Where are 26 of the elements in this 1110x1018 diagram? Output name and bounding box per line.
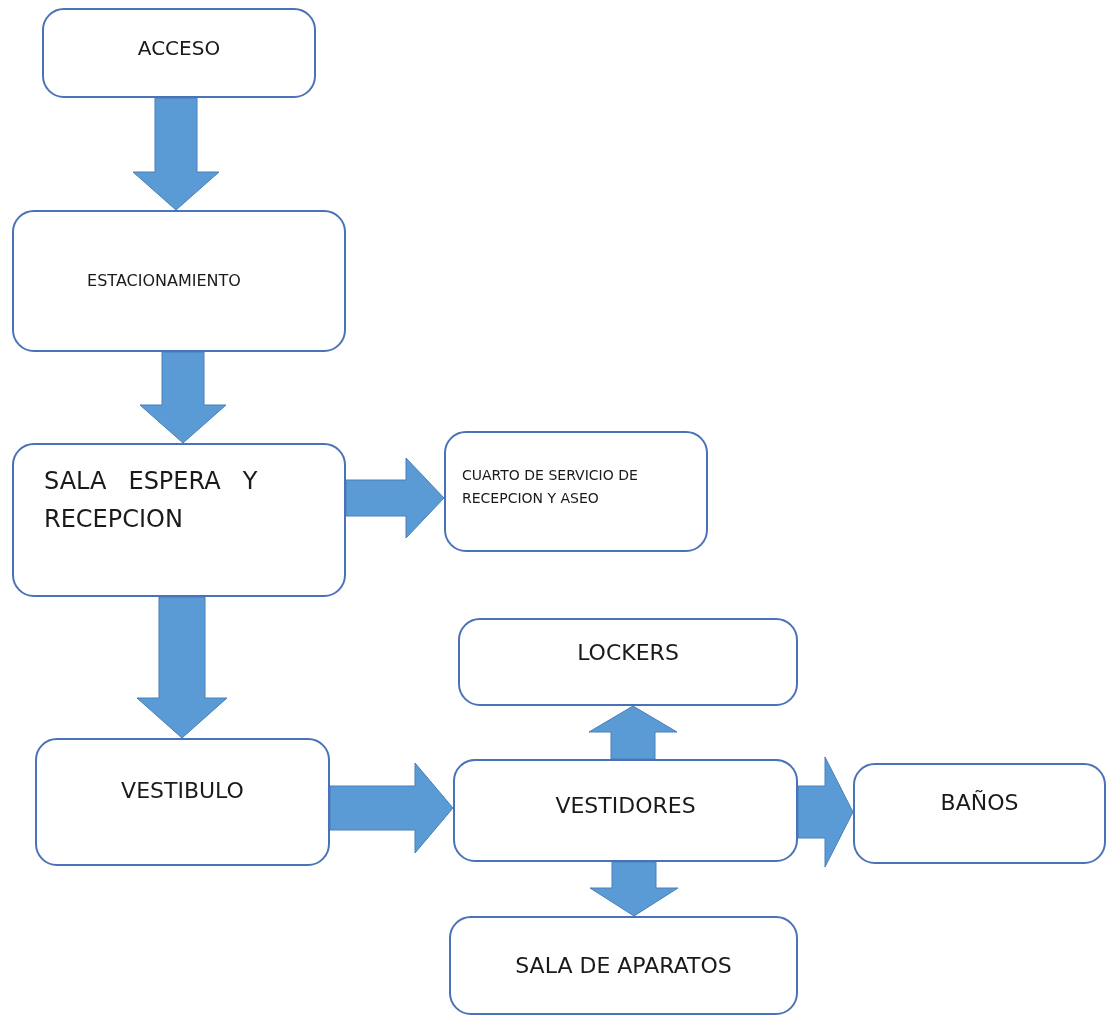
box-label: ESTACIONAMIENTO — [87, 270, 241, 293]
process-box — [35, 738, 330, 866]
process-box — [453, 759, 798, 862]
box-label: BAÑOS — [940, 788, 1019, 817]
box-label: SALA ESPERA Y RECEPCION — [44, 465, 259, 535]
box-label: VESTIDORES — [555, 791, 696, 820]
block-arrow — [139, 351, 227, 444]
process-box — [853, 763, 1106, 864]
block-arrow — [588, 705, 678, 760]
box-label: LOCKERS — [577, 639, 679, 668]
box-label: SALA DE APARATOS — [515, 951, 732, 980]
process-box — [458, 618, 798, 706]
block-arrow — [136, 596, 228, 739]
block-arrow — [797, 756, 854, 868]
block-arrow — [345, 457, 445, 539]
box-label: VESTIBULO — [121, 777, 244, 806]
block-arrow — [132, 97, 220, 211]
box-label: CUARTO DE SERVICIO DE RECEPCION Y ASEO — [462, 466, 639, 508]
block-arrow — [589, 861, 679, 917]
process-box — [444, 431, 708, 552]
process-box — [12, 210, 346, 352]
process-box — [42, 8, 316, 98]
block-arrow — [329, 762, 454, 854]
process-box — [12, 443, 346, 597]
process-box — [449, 916, 798, 1015]
box-label: ACCESO — [137, 35, 221, 62]
